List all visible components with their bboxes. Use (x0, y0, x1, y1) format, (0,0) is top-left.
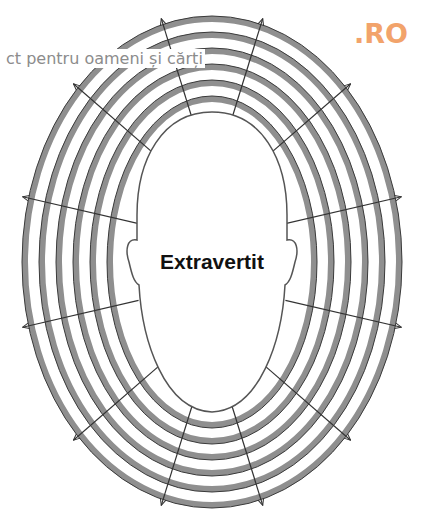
ring-outline (73, 64, 351, 460)
radial-arrow (232, 19, 263, 119)
ring-band (59, 51, 365, 473)
radial-arrow (285, 197, 401, 224)
ring-band (42, 35, 382, 489)
radial-arrow (73, 84, 158, 158)
radial-arrow (266, 84, 351, 158)
ring-band (110, 99, 314, 425)
ring-outline (39, 32, 385, 492)
ring-band (25, 19, 399, 505)
head-outline: Extravertit (130, 108, 294, 416)
ring-outline (107, 96, 317, 428)
radial-arrow (73, 367, 158, 441)
ring-band (93, 83, 331, 441)
radial-arrow (161, 405, 192, 505)
radial-arrow (161, 19, 192, 119)
ring-outline (90, 80, 334, 444)
watermark-domain: .RO (352, 18, 410, 49)
radial-arrow (285, 300, 401, 327)
ring-group (22, 16, 402, 508)
radial-arrow (232, 405, 263, 505)
ring-outline (22, 16, 402, 508)
radial-arrow (23, 197, 139, 224)
ring-outline (56, 48, 368, 476)
ring-band (76, 67, 348, 457)
radial-arrow (23, 300, 139, 327)
node-label: Extravertit (160, 250, 264, 274)
radial-arrow (266, 367, 351, 441)
watermark-slogan: ct pentru oameni și cărți (4, 49, 205, 68)
head-path (127, 112, 297, 412)
